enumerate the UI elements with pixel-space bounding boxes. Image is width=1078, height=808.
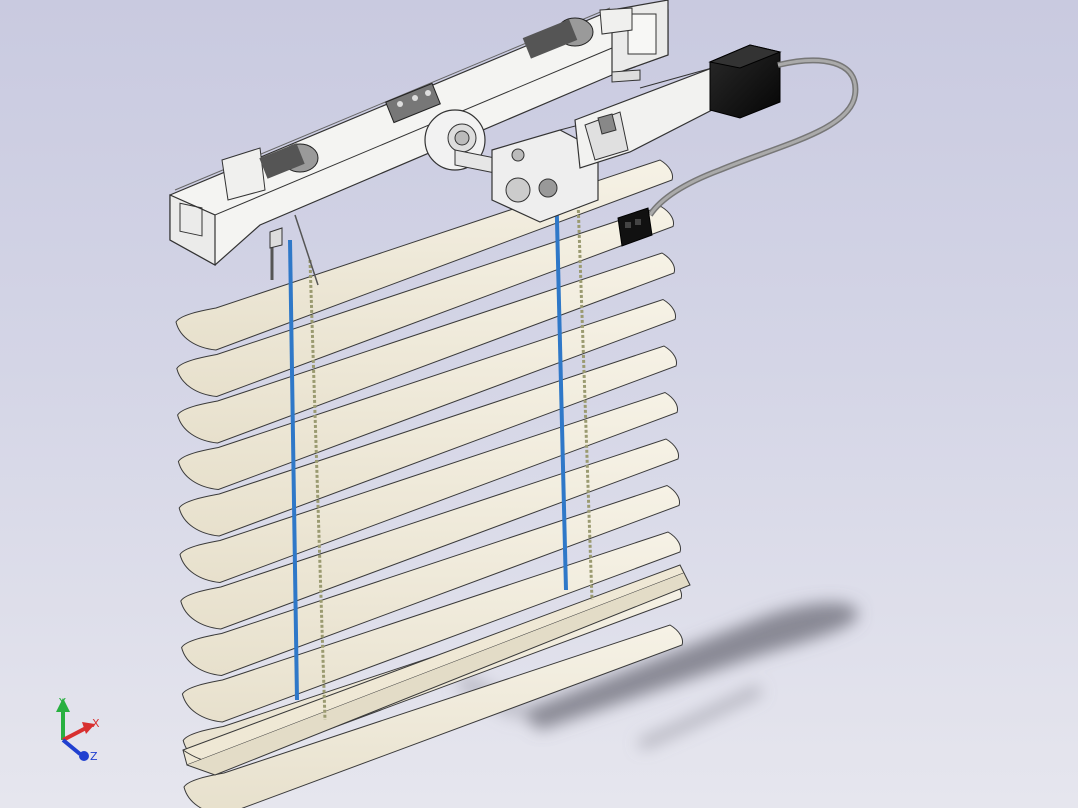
motor-housing[interactable] <box>574 67 713 169</box>
cord-wire-left <box>294 214 319 286</box>
axis-x-label: X <box>92 717 100 730</box>
ladder-tape-right <box>554 179 568 591</box>
lift-cord-right <box>576 199 594 601</box>
slat[interactable] <box>183 624 683 808</box>
ladder-and-lift-cords <box>270 179 594 721</box>
motor-cable[interactable] <box>647 57 859 217</box>
coupling-block <box>385 82 441 124</box>
stepper-motor[interactable] <box>708 44 782 119</box>
slat[interactable] <box>179 391 678 584</box>
cable-connector[interactable] <box>617 207 653 247</box>
spool-right <box>522 17 594 59</box>
lift-cord-left <box>308 259 327 721</box>
ladder-tape-left <box>288 239 299 701</box>
slat[interactable] <box>177 252 675 444</box>
axis-z-label: Z <box>90 750 98 763</box>
coordinate-triad: Y X Z <box>56 696 100 763</box>
slat[interactable] <box>177 298 676 491</box>
bottom-rail[interactable] <box>182 564 691 776</box>
slat[interactable] <box>181 531 681 723</box>
spool-left <box>259 143 319 179</box>
slat[interactable] <box>178 345 677 537</box>
slat[interactable] <box>181 484 680 677</box>
floor-shadow <box>455 602 859 750</box>
slats-group[interactable] <box>175 159 683 808</box>
axis-y-label: Y <box>58 696 66 709</box>
headrail[interactable] <box>169 0 669 267</box>
slat[interactable] <box>180 438 679 630</box>
slat[interactable] <box>176 205 674 398</box>
drive-shaft[interactable] <box>424 109 506 176</box>
gearbox[interactable] <box>491 119 599 223</box>
